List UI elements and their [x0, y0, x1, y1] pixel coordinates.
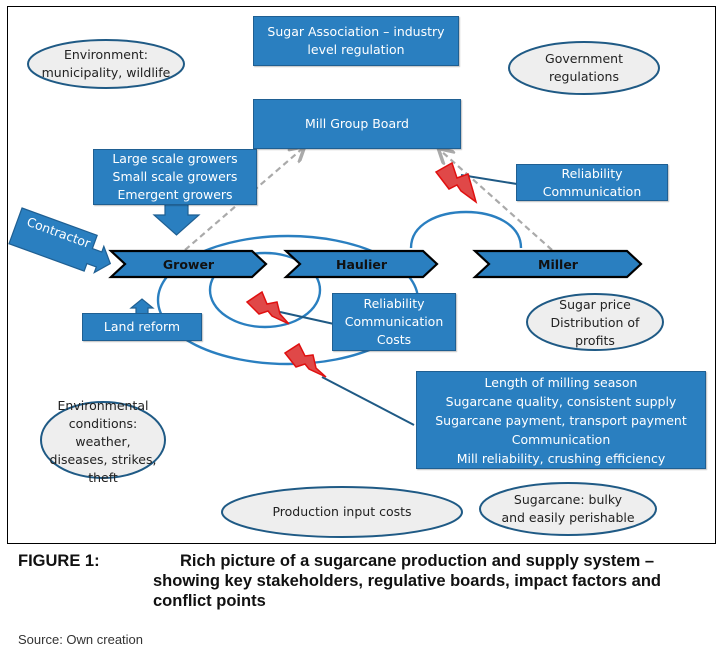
mill-group-board-box: Mill Group Board: [253, 99, 461, 149]
box-line: Sugarcane payment, transport payment: [435, 412, 687, 428]
ellipse-line: theft: [88, 470, 118, 485]
haulier-miller-loop: [409, 210, 523, 249]
box-line: Large scale growers: [112, 151, 238, 166]
conflict-lightning-icon: [245, 290, 290, 325]
figure-source: Source: Own creation: [18, 632, 144, 647]
box-line: Communication: [542, 183, 642, 199]
reliability-top-box: Reliability Communication: [516, 164, 668, 201]
conflict-lightning-icon: [434, 161, 478, 204]
land-reform-up-arrow: [129, 298, 155, 315]
box-line: level regulation: [307, 42, 405, 57]
miller-chevron[interactable]: [472, 249, 643, 279]
environmental-conditions-text: Environmental conditions: weather, disea…: [41, 398, 165, 485]
ellipse-line: Sugarcane: bulky: [513, 492, 623, 507]
box-line: Land reform: [103, 319, 181, 334]
production-costs-ellipse: [221, 486, 463, 538]
box-line: Communication: [344, 314, 444, 329]
box-line: Reliability: [363, 296, 425, 311]
ellipse-line: Distribution of: [550, 315, 640, 330]
grower-chevron[interactable]: [108, 249, 268, 279]
haulier-label: Haulier: [335, 257, 387, 272]
miller-to-board-dashed-arrow: [440, 150, 553, 251]
box-line: Communication: [511, 431, 611, 447]
miller-label: Miller: [538, 257, 578, 272]
conflict-lightning-icon: [283, 342, 327, 378]
box-line: Reliability: [561, 165, 623, 181]
milling-issues-box: Length of milling season Sugarcane quali…: [416, 371, 706, 469]
box-line: Sugarcane quality, consistent supply: [445, 393, 677, 409]
box-line: Length of milling season: [484, 374, 638, 390]
figure-frame: [7, 6, 716, 544]
ellipse-line: Government: [545, 51, 623, 66]
sugarcane-bulky-text: Sugarcane: bulky and easily perishable: [480, 490, 656, 528]
box-line: Mill Group Board: [305, 116, 409, 131]
box-line: Costs: [376, 332, 412, 347]
environment-ellipse: [27, 39, 185, 89]
ellipse-line: Production input costs: [272, 504, 412, 519]
land-reform-box: Land reform: [82, 313, 202, 341]
grower-label: Grower: [162, 257, 215, 272]
sugar-price-ellipse: [526, 293, 664, 351]
box-line: Mill reliability, crushing efficiency: [456, 450, 666, 466]
box-line: Small scale growers: [112, 169, 238, 184]
haulier-chevron[interactable]: [283, 249, 439, 279]
box-line: Emergent growers: [117, 187, 233, 202]
government-ellipse: [508, 41, 660, 95]
growers-down-arrow: [152, 203, 201, 236]
ellipse-line: conditions: weather,: [68, 416, 138, 449]
grower-to-board-dashed-arrow: [184, 148, 303, 251]
conflict-connector-top: [460, 174, 518, 185]
sugar-price-text: Sugar price Distribution of profits: [527, 295, 663, 351]
ellipse-line: Environmental: [57, 398, 149, 413]
sugar-association-box: Sugar Association – industry level regul…: [253, 16, 459, 66]
environmental-conditions-ellipse: [40, 401, 166, 479]
caption-line: showing key stakeholders, regulative boa…: [153, 572, 661, 590]
reliability-mid-box: Reliability Communication Costs: [332, 293, 456, 351]
box-line: Sugar Association – industry: [267, 24, 445, 39]
environment-text: Environment: municipality, wildlife: [28, 44, 184, 84]
ellipse-line: regulations: [548, 69, 619, 84]
grower-haulier-inner-loop: [208, 251, 322, 329]
figure-caption-text: Rich picture of a sugarcane production a…: [153, 551, 713, 611]
caption-line: conflict points: [153, 592, 266, 610]
diagram-canvas: [8, 39, 664, 538]
conflict-connector-bottom: [321, 376, 415, 426]
ellipse-line: profits: [575, 333, 615, 348]
ellipse-line: and easily perishable: [501, 510, 635, 525]
contractor-arrow: [8, 207, 112, 274]
growers-box: Large scale growers Small scale growers …: [93, 149, 257, 205]
government-text: Government regulations: [509, 48, 659, 88]
ellipse-line: diseases, strikes,: [49, 452, 157, 467]
figure-caption-label: FIGURE 1:: [18, 552, 100, 570]
production-costs-text: Production input costs: [222, 502, 462, 522]
caption-line: Rich picture of a sugarcane production a…: [180, 552, 655, 570]
ellipse-line: municipality, wildlife: [41, 65, 171, 80]
ellipse-line: Environment:: [63, 47, 149, 62]
ellipse-line: Sugar price: [559, 297, 631, 312]
sugarcane-bulky-ellipse: [479, 482, 657, 536]
